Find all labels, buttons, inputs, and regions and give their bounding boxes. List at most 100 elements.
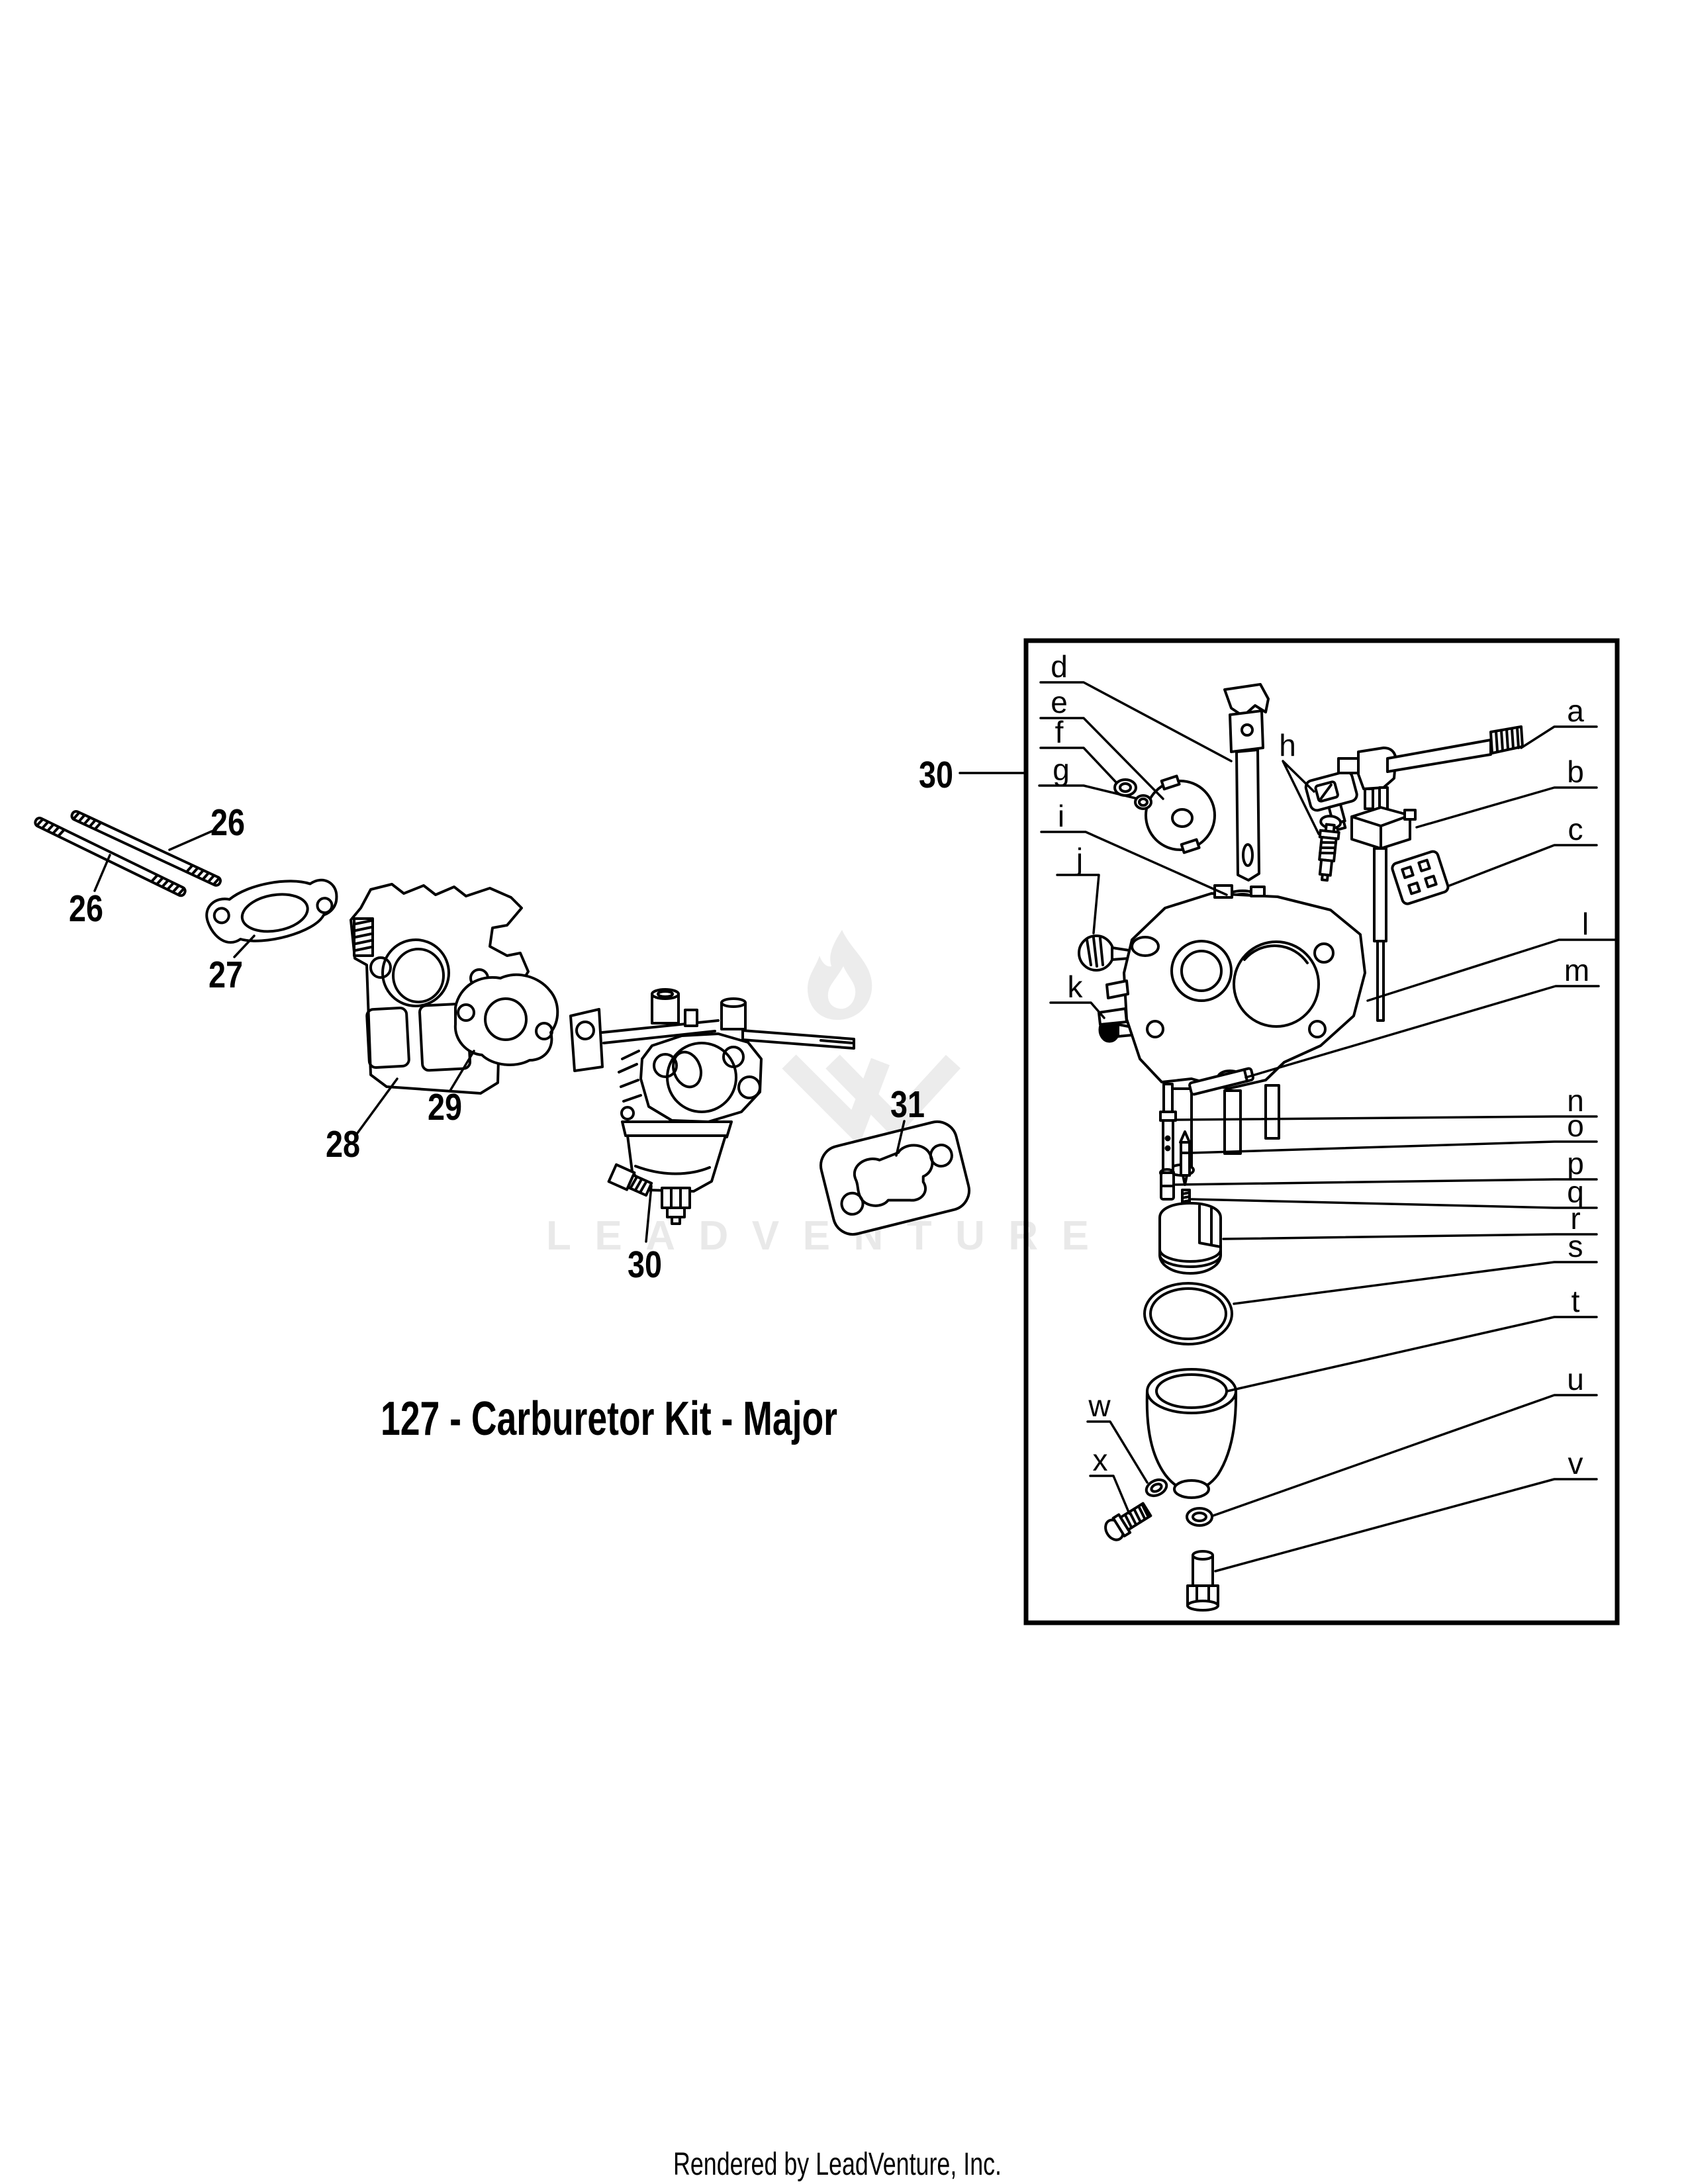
watermark-monogram-icon [782, 1054, 890, 1146]
bowl-curve [634, 1165, 711, 1175]
plate-hole-1 [1401, 865, 1415, 880]
carburetor-assembly-30 [569, 988, 855, 1225]
choke-plate-c [1391, 850, 1450, 905]
bowl-flange [621, 1120, 733, 1138]
leader-letter-l [1366, 938, 1617, 1002]
leader-28 [356, 1077, 399, 1134]
detail-letter-q: q [1567, 1175, 1584, 1209]
detail-letter-r: r [1570, 1201, 1580, 1236]
drain-screw [607, 1163, 653, 1197]
outer-gasket-31 [820, 1120, 970, 1236]
ring-outer [1186, 1507, 1213, 1527]
shaft-collar [1229, 709, 1264, 753]
float-band-1 [1158, 1248, 1222, 1263]
float-r [1158, 1202, 1222, 1275]
jet-needle-o [1179, 1130, 1191, 1186]
leader-letter-t [1226, 1316, 1598, 1392]
drain-screw-threads [629, 1175, 648, 1195]
nozzle-hole-2 [1164, 1145, 1171, 1152]
plate-hole-3 [1407, 881, 1421, 895]
bowl-oring-s [1143, 1282, 1233, 1345]
detail-box-border [1023, 638, 1620, 1625]
footer-credit: Rendered by LeadVenture, Inc. [673, 2147, 1002, 2182]
boss-3 [1146, 1020, 1164, 1038]
leader-letter-n [1174, 1115, 1598, 1121]
leader-30-main [645, 1185, 653, 1243]
body-top-lug-2 [1250, 886, 1266, 897]
carb-body-l [1098, 884, 1366, 1177]
leader-letter-o [1190, 1140, 1598, 1154]
carb-gasket-29 [453, 973, 559, 1066]
leader-letter-s [1233, 1261, 1598, 1305]
seal-ring-u [1186, 1507, 1213, 1527]
part-label-26-upper: 26 [211, 801, 245, 844]
leader-letter-q [1190, 1198, 1598, 1209]
needle-shaft [1180, 1141, 1191, 1177]
leader-letter-f [1039, 747, 1117, 784]
leader-letter-c [1448, 844, 1598, 887]
intake-gasket-27 [205, 878, 338, 944]
leader-29 [449, 1050, 475, 1092]
stud-threads [36, 819, 185, 895]
diagram-caption: 127 - Carburetor Kit - Major [381, 1392, 837, 1445]
nozzle-hole-1 [1164, 1135, 1171, 1142]
needle-tip [1182, 1174, 1188, 1186]
seat-slot-line [1319, 783, 1333, 800]
seat-slot [1314, 780, 1339, 803]
float-pin-m [1188, 1067, 1254, 1096]
spring-coils [1181, 1191, 1191, 1207]
leader-letter-i [1040, 831, 1228, 896]
bowl-bolt-v [1186, 1550, 1219, 1612]
detail-letter-w: w [1088, 1388, 1111, 1423]
drain-oring-w [1145, 1478, 1168, 1498]
float-band-2 [1158, 1253, 1222, 1268]
gasket-hole-left [840, 1191, 865, 1216]
detail-letter-c: c [1568, 812, 1583, 846]
watermark-monogram-icon-2 [825, 1054, 961, 1140]
detail-letter-g: g [1053, 752, 1070, 787]
choke-rod [1373, 847, 1387, 942]
insulator-bore [381, 938, 450, 1007]
bolt-top [1192, 1550, 1214, 1561]
pilot-screw-j [1078, 934, 1135, 972]
plate-body [1391, 850, 1450, 905]
throttle-plate-e [1145, 774, 1216, 854]
inlet-needle-h [1318, 815, 1342, 882]
idle-port [620, 1106, 635, 1120]
barrel-right [1233, 940, 1320, 1028]
oring-inner [1149, 1287, 1227, 1340]
ring-inner [1138, 797, 1149, 807]
gasket-outline [820, 1120, 970, 1236]
fuel-inlet-top [720, 997, 747, 1008]
gasket-port [484, 997, 528, 1041]
barrel-left [1170, 940, 1233, 1002]
leader-letter-d [1039, 681, 1233, 762]
detail-letter-e: e [1051, 685, 1068, 719]
choke-head-facets [1350, 814, 1411, 850]
body-outline [1123, 892, 1366, 1090]
detail-letter-v: v [1568, 1446, 1583, 1480]
detail-letter-n: n [1567, 1083, 1584, 1118]
leader-letter-j [1056, 874, 1100, 934]
detail-letter-d: d [1051, 649, 1068, 684]
screw-knurl [1086, 936, 1104, 968]
leader-letter-x [1089, 1475, 1131, 1515]
detail-letter-x: x [1093, 1443, 1108, 1477]
choke-rod-tip [1376, 940, 1385, 1022]
gasket-outline [205, 878, 338, 944]
insulator-stud-threads [354, 919, 373, 952]
part-label-27: 27 [209, 954, 243, 996]
part-label-26-lower: 26 [69, 887, 103, 930]
boss-1 [1131, 936, 1160, 957]
leader-letter-m [1244, 985, 1600, 1079]
leader-letter-g [1038, 784, 1137, 799]
ring-outer [1145, 1478, 1168, 1498]
stud-threads [72, 812, 220, 885]
bushing-inner [1119, 782, 1132, 793]
leader-letter-k [1049, 1001, 1105, 1019]
body-leg-2 [1223, 1089, 1242, 1155]
detail-letter-t: t [1571, 1284, 1580, 1318]
leader-letter-h [1282, 760, 1320, 835]
detail-letter-l: l [1582, 907, 1589, 941]
